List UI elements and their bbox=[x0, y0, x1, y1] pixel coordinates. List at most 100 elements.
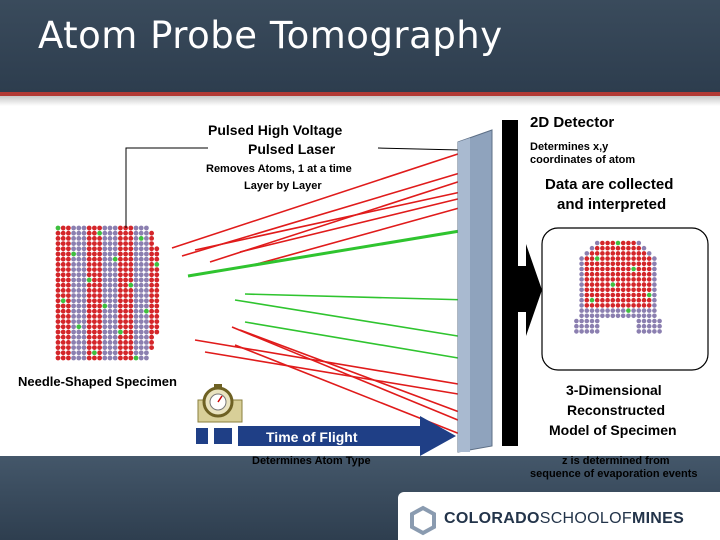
model-atom bbox=[626, 287, 631, 293]
specimen-atom bbox=[60, 350, 66, 356]
model-atom bbox=[641, 266, 647, 272]
specimen-atom bbox=[138, 303, 144, 309]
model-atom bbox=[605, 240, 610, 246]
model-atom bbox=[646, 308, 652, 313]
model-atom bbox=[620, 303, 626, 308]
model-atom bbox=[620, 297, 626, 303]
model-atom bbox=[615, 240, 621, 246]
specimen-atom bbox=[133, 288, 139, 293]
model-atom bbox=[594, 266, 600, 272]
specimen-atom bbox=[76, 277, 82, 283]
specimen-atom bbox=[102, 314, 108, 319]
specimen-atom bbox=[144, 246, 149, 252]
specimen-atom bbox=[76, 324, 82, 330]
specimen-atom bbox=[118, 225, 123, 231]
specimen-atom bbox=[97, 267, 102, 272]
specimen-atom bbox=[128, 319, 134, 324]
specimen-atom bbox=[102, 345, 108, 350]
specimen-atom bbox=[118, 303, 123, 309]
specimen-atom bbox=[71, 298, 76, 304]
specimen-atom bbox=[71, 293, 76, 298]
specimen-atom bbox=[102, 262, 108, 267]
specimen-atom bbox=[76, 282, 82, 288]
model-atom bbox=[584, 329, 590, 334]
specimen-atom bbox=[86, 282, 92, 288]
specimen-atom bbox=[149, 230, 155, 236]
specimen-atom bbox=[123, 334, 128, 340]
red-ion-ray bbox=[231, 326, 471, 426]
model-atom bbox=[579, 303, 584, 308]
specimen-atom bbox=[138, 340, 144, 345]
model-atom bbox=[594, 282, 600, 287]
specimen-atom bbox=[60, 329, 66, 335]
specimen-atom bbox=[60, 355, 66, 361]
specimen-atom bbox=[60, 308, 66, 314]
model-atom bbox=[600, 282, 605, 287]
model-atom bbox=[600, 292, 605, 298]
specimen-atom bbox=[118, 319, 123, 324]
specimen-atom bbox=[154, 308, 160, 314]
specimen-atom bbox=[138, 334, 144, 340]
model-atom bbox=[600, 240, 605, 246]
specimen-atom bbox=[102, 236, 108, 241]
model-atom bbox=[631, 277, 636, 282]
model-atom bbox=[589, 329, 595, 334]
specimen-atom bbox=[102, 225, 108, 231]
specimen-atom bbox=[102, 251, 108, 257]
time-of-flight-arrow-icon bbox=[238, 416, 456, 456]
model-atom bbox=[605, 271, 610, 277]
specimen-atom bbox=[149, 324, 155, 330]
specimen-atom bbox=[81, 262, 87, 267]
specimen-atom bbox=[81, 355, 87, 361]
specimen-atom bbox=[128, 303, 134, 309]
specimen-atom bbox=[60, 324, 66, 330]
specimen-atom bbox=[107, 256, 113, 262]
specimen-atom bbox=[138, 272, 144, 278]
model-atom bbox=[594, 308, 600, 313]
model-atom bbox=[605, 313, 610, 319]
specimen-atom bbox=[154, 282, 160, 288]
specimen-atom bbox=[118, 251, 123, 257]
model-atom bbox=[636, 261, 642, 267]
specimen-atom bbox=[133, 308, 139, 314]
specimen-atom bbox=[133, 251, 139, 257]
specimen-atom bbox=[60, 251, 66, 257]
specimen-atom bbox=[60, 225, 66, 231]
specimen-atom bbox=[118, 314, 123, 319]
specimen-atom bbox=[92, 288, 97, 293]
logo-panel bbox=[398, 492, 720, 540]
specimen-atom bbox=[107, 298, 113, 304]
specimen-atom bbox=[81, 236, 87, 241]
specimen-atom bbox=[71, 236, 76, 241]
specimen-atom bbox=[107, 303, 113, 309]
specimen-atom bbox=[81, 225, 87, 231]
specimen-atom bbox=[107, 340, 113, 345]
specimen-atom bbox=[102, 308, 108, 314]
specimen-atom bbox=[112, 288, 118, 293]
model-atom bbox=[574, 323, 579, 329]
specimen-atom bbox=[55, 314, 61, 319]
model-atom bbox=[631, 308, 636, 313]
model-atom bbox=[620, 277, 626, 282]
specimen-atom bbox=[112, 350, 118, 356]
specimen-atom bbox=[92, 345, 97, 350]
model-atom bbox=[579, 329, 584, 334]
specimen-atom bbox=[112, 303, 118, 309]
specimen-atom bbox=[144, 236, 149, 241]
model-atom bbox=[626, 245, 631, 251]
specimen-atom bbox=[138, 246, 144, 252]
tof-block-2 bbox=[214, 428, 232, 444]
model-atom bbox=[646, 266, 652, 272]
specimen-atom bbox=[118, 241, 123, 247]
model-atom bbox=[620, 282, 626, 287]
model-atom bbox=[646, 287, 652, 293]
specimen-atom bbox=[128, 246, 134, 252]
specimen-atom bbox=[92, 241, 97, 247]
specimen-atom bbox=[123, 319, 128, 324]
model-atom bbox=[620, 313, 626, 319]
specimen-atom bbox=[71, 272, 76, 278]
specimen-atom bbox=[128, 262, 134, 267]
specimen-atom bbox=[66, 319, 71, 324]
model-atom bbox=[600, 277, 605, 282]
specimen-atom bbox=[149, 340, 155, 345]
